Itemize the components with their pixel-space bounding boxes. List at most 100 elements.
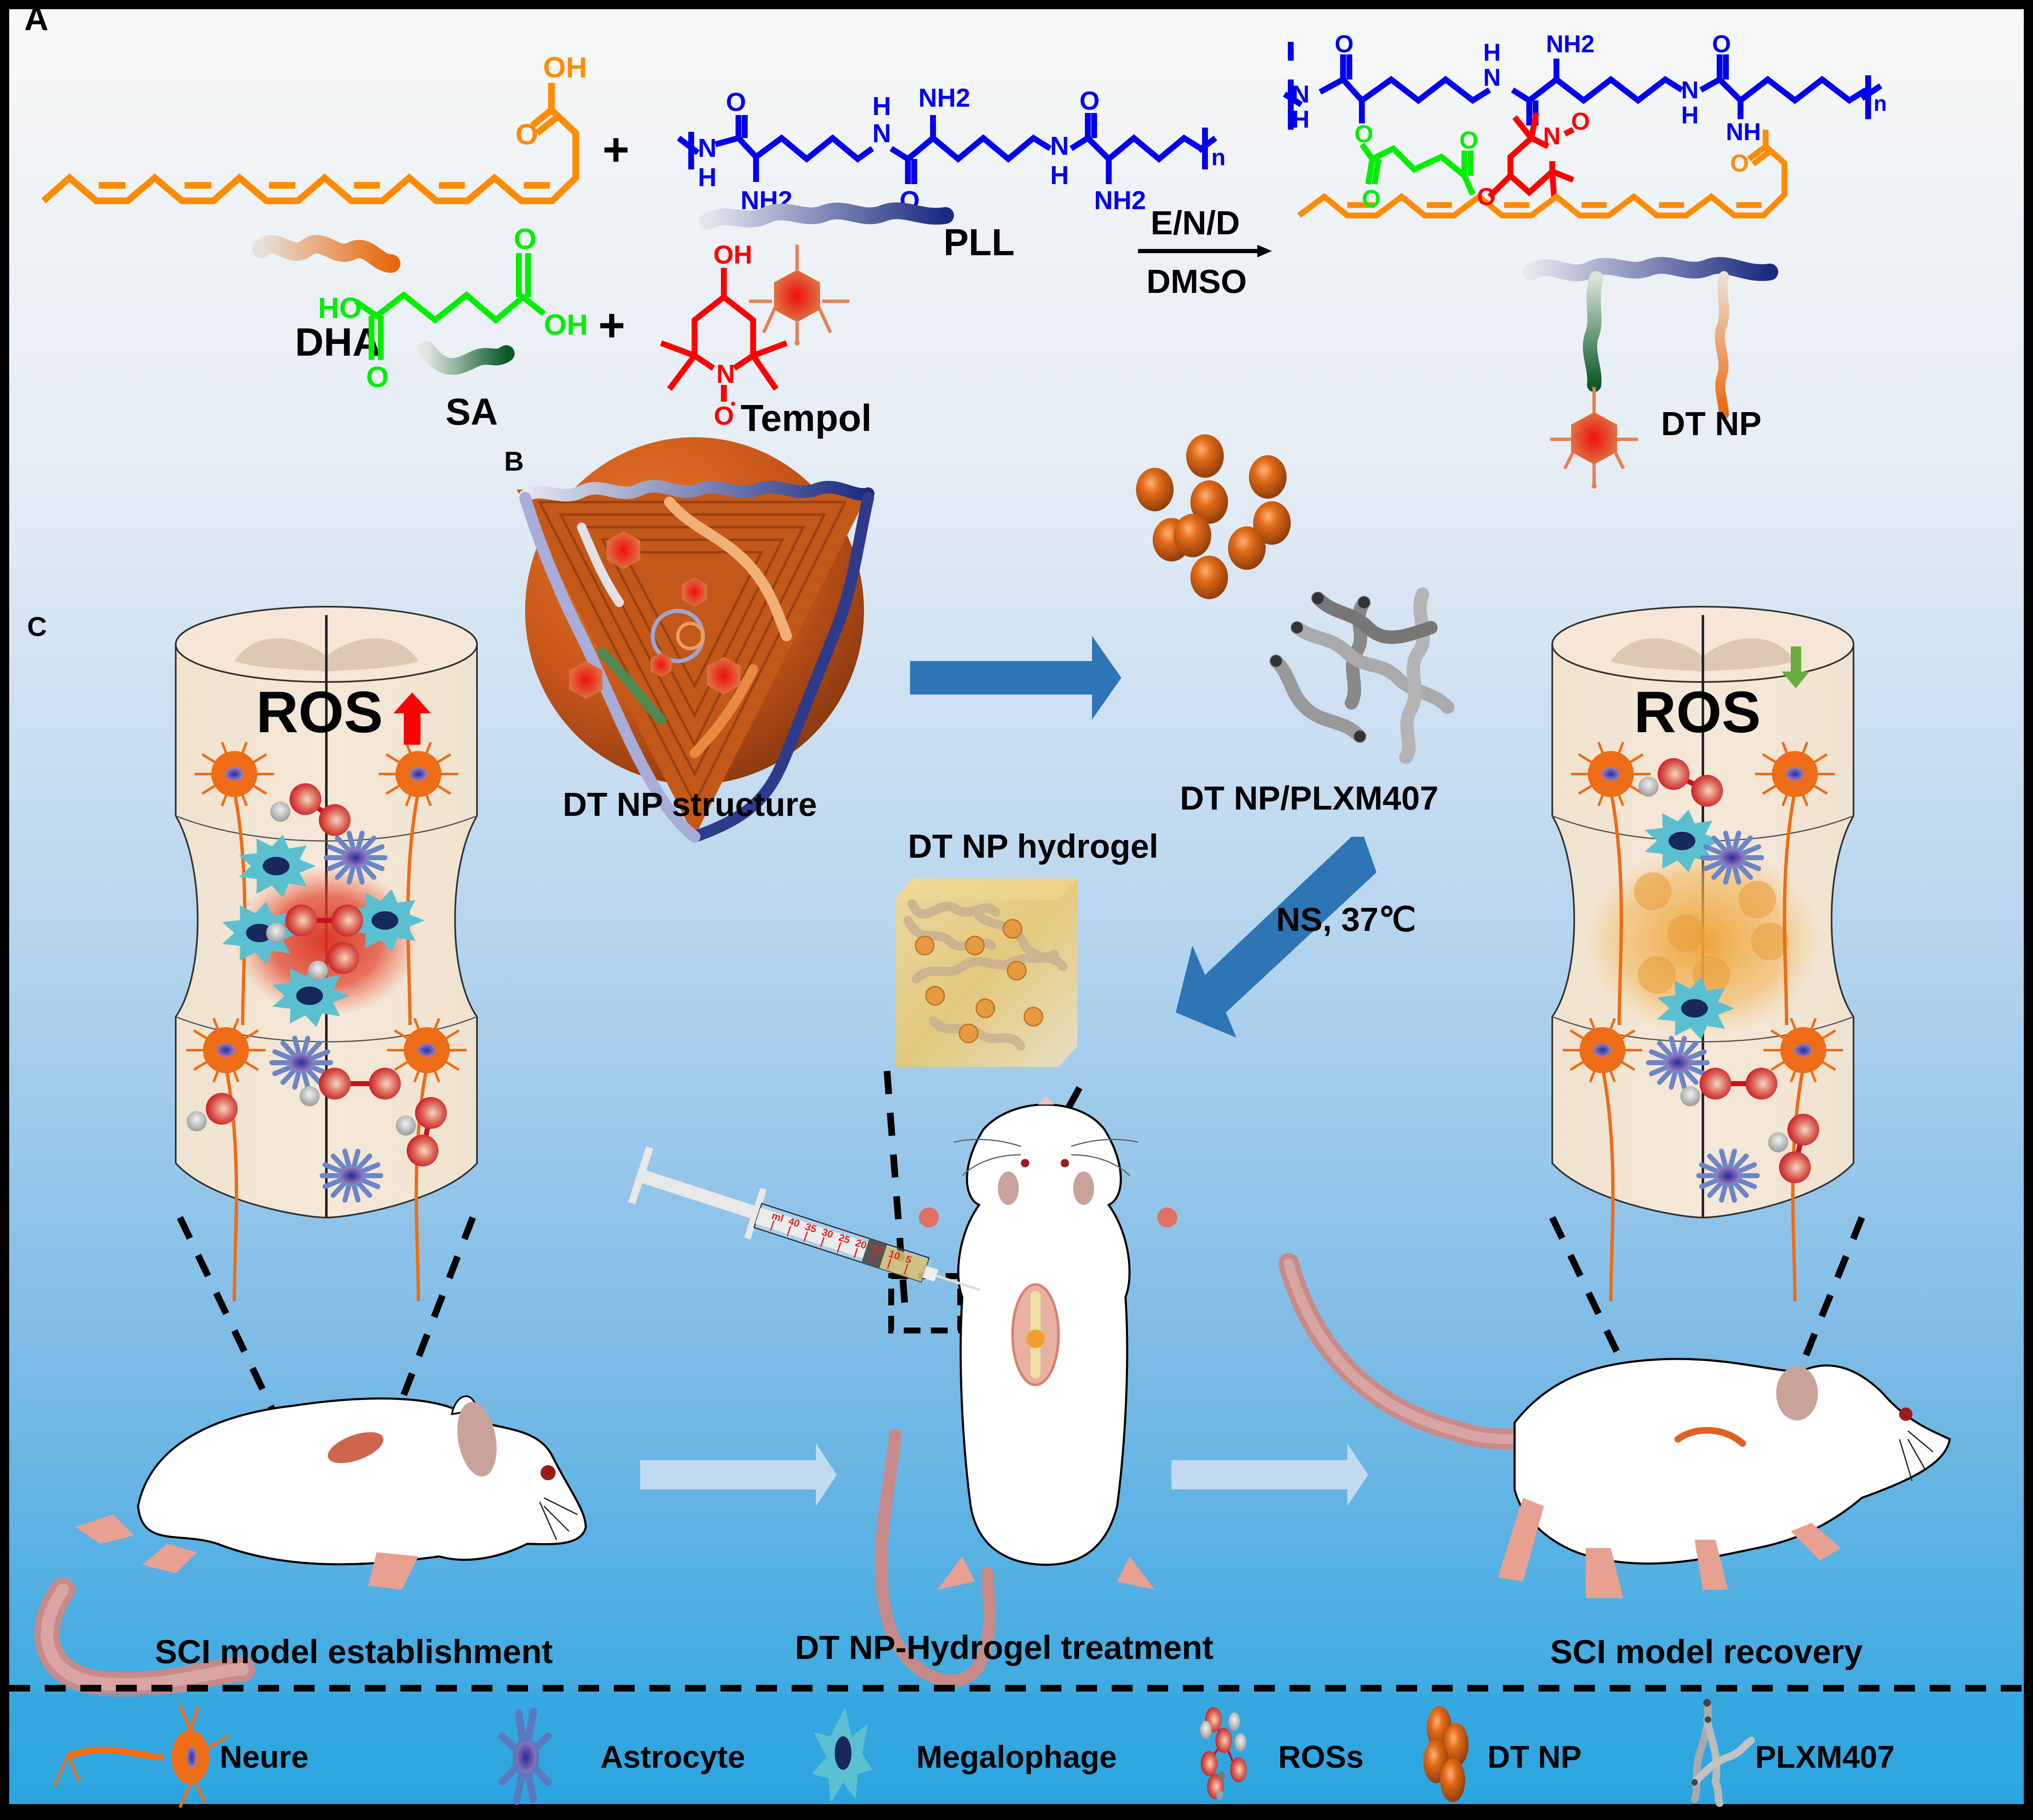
- legend-label-astrocyte: Astrocyte: [600, 1739, 745, 1774]
- segment-line: [175, 815, 477, 842]
- dt-np-structure-label: DT NP structure: [563, 786, 817, 823]
- oxygen-atom: [415, 1097, 447, 1129]
- sa-structure: [354, 253, 546, 360]
- legend-item-neure: Neure: [53, 1704, 309, 1808]
- dt-np-particle: [1186, 434, 1224, 478]
- dt-np-particle: [1249, 455, 1287, 499]
- pll-h-label-3: H: [1050, 161, 1069, 190]
- dt-np-particle: [1174, 514, 1211, 557]
- dt-np-particle: [1228, 526, 1266, 570]
- ros-down-arrow-icon: [1782, 646, 1810, 688]
- product-dha-chain: [1715, 271, 1729, 419]
- product-tempol-icon: [1550, 387, 1638, 489]
- hydrogen-atom: [266, 923, 286, 943]
- sa-oh-label: OH: [544, 308, 588, 341]
- oxygen-atom: [407, 1135, 438, 1166]
- astrocyte: [1700, 831, 1764, 885]
- astrocyte: [1646, 1036, 1710, 1090]
- step-label-treatment: DT NP-Hydrogel treatment: [795, 1629, 1213, 1666]
- ros-molecule: [300, 1068, 401, 1106]
- sa-chain-icon: [418, 341, 515, 375]
- product-sa-chain: [1583, 271, 1603, 392]
- oxygen-atom: [1787, 1114, 1819, 1146]
- nanoparticle-icon: [1423, 1706, 1469, 1802]
- macrophage-nucleus: [246, 924, 273, 942]
- ros-molecule: [270, 783, 351, 836]
- macrophage-nucleus: [1681, 999, 1708, 1018]
- ros-molecule: [1768, 1114, 1819, 1183]
- product-pll-chain: [1523, 257, 1778, 282]
- pll-nh2-label-2: NH2: [918, 84, 970, 113]
- astrocyte-icon: [498, 1707, 552, 1805]
- oxygen-atom: [319, 804, 351, 836]
- axon: [1601, 1066, 1615, 1302]
- oxygen-atom: [331, 905, 363, 936]
- pll-nh2-label-3: NH2: [1094, 186, 1146, 215]
- legend: Neure Astrocyte Megalophage: [53, 1699, 1895, 1808]
- healed-wound-mark: [1674, 1427, 1746, 1447]
- legend-item-astrocyte: Astrocyte: [498, 1707, 745, 1805]
- pll-chain-icon: [699, 202, 954, 230]
- ros-molecule: [1680, 1068, 1777, 1106]
- astrocyte-nucleus: [1665, 1054, 1690, 1072]
- hydrogen-atom: [187, 1111, 207, 1131]
- step-label-recovery: SCI model recovery: [1550, 1633, 1863, 1670]
- hydrogel-particle: [915, 936, 935, 956]
- neuron: [1755, 741, 1835, 1025]
- neuron-icon: [53, 1704, 229, 1808]
- product-ester-o-4: O: [1477, 183, 1496, 210]
- hydrogen-atom: [300, 1086, 320, 1106]
- product-h-label-3: H: [1681, 102, 1699, 129]
- dt-np-hydrogel-label: DT NP hydrogel: [908, 828, 1159, 865]
- axon: [1609, 790, 1623, 1025]
- product-ester-o-3: O: [1459, 127, 1478, 154]
- macrophage: [348, 889, 425, 952]
- syringe-tick: [854, 1248, 858, 1258]
- syringe-tick: [837, 1242, 841, 1253]
- pll-label: PLL: [943, 222, 1015, 264]
- oxygen-atom: [290, 783, 321, 815]
- panel-label-a: A: [24, 0, 49, 37]
- axon: [1783, 790, 1797, 1025]
- reagent-bottom-label: DMSO: [1146, 263, 1247, 300]
- product-o-label-1: O: [1335, 31, 1354, 58]
- segment-line: [1552, 1016, 1854, 1043]
- macrophage-nucleus: [1669, 832, 1695, 850]
- astrocyte: [1696, 1148, 1760, 1203]
- dha-label: DHA: [295, 320, 381, 364]
- sa-o-label-1: O: [366, 361, 389, 393]
- product-n-label-2: N: [1483, 64, 1501, 91]
- pll-repeat-label: n: [1211, 144, 1225, 170]
- hydrogel-particle: [1007, 961, 1027, 981]
- syringe-tick: [887, 1258, 892, 1269]
- ros-molecule: [187, 1093, 238, 1131]
- macrophage: [239, 835, 316, 897]
- dt-np-structure-sphere: [517, 437, 874, 843]
- axon: [1791, 1066, 1805, 1302]
- mouse-recovered: [1278, 1253, 1951, 1598]
- neuron-nucleus: [1602, 767, 1620, 781]
- oxygen-atom: [1779, 1151, 1811, 1183]
- embedded-dt-np: [1638, 956, 1676, 994]
- product-repeat-label: n: [1874, 92, 1887, 116]
- product-oxyl-o: O: [1571, 108, 1590, 135]
- step-label-establishment: SCI model establishment: [155, 1633, 553, 1670]
- embedded-dt-np: [1667, 914, 1705, 952]
- dt-np-particles: [1136, 434, 1291, 599]
- dt-np-particle: [1136, 468, 1174, 511]
- reagent-top-label: E/N/D: [1151, 204, 1240, 241]
- segment-line: [175, 1016, 477, 1043]
- product-amide-o: O: [1730, 150, 1749, 177]
- plus-sign-2: +: [598, 300, 625, 351]
- neuron: [186, 1018, 266, 1302]
- flow-arrow-2: [1172, 1443, 1368, 1506]
- reaction-arrowhead: [1257, 245, 1272, 257]
- syringe-tick: [820, 1237, 825, 1247]
- tempol-o-label: O: [714, 402, 734, 431]
- neuron-nucleus: [409, 767, 428, 781]
- oxygen-atom: [369, 1068, 401, 1100]
- tempol-oh-label: OH: [713, 241, 752, 269]
- oxygen-atom: [1691, 775, 1723, 807]
- spinal-cord-injured: [175, 606, 478, 1302]
- syringe-tick: [870, 1253, 875, 1264]
